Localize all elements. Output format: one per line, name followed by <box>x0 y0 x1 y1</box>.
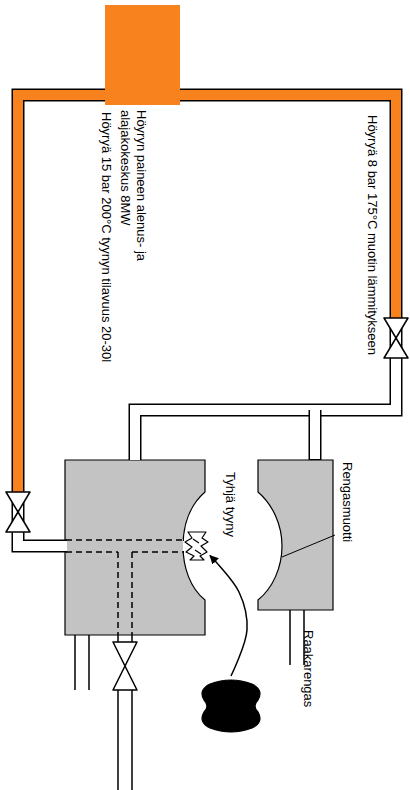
outline-path <box>202 680 260 732</box>
steam-fill <box>18 95 105 492</box>
node-label: Höyryn paineen alenus- ja alajakokeskus … <box>118 110 149 295</box>
dashed-line <box>117 552 119 635</box>
dashed-line <box>132 551 184 553</box>
valve-symbol <box>113 642 137 690</box>
dashed-line <box>131 552 133 635</box>
text-anchor: Höyryä 15 bar 200°C tyynyn tilavuus 20-3… <box>98 112 348 128</box>
leg-line <box>88 635 90 690</box>
mold-half-right <box>258 460 333 610</box>
leader-line <box>282 535 335 557</box>
mold-legs <box>75 610 304 690</box>
text-anchor: Tyhjä tyyny <box>222 472 287 488</box>
node-label: Tyhjä tyyny <box>222 472 238 537</box>
tire-mold: RengasmuottiTyhjä tyyny <box>65 460 333 635</box>
pipe-wall <box>131 635 133 642</box>
steam-pipe <box>135 95 396 460</box>
text-anchor: Raakarengas <box>300 630 377 646</box>
mold-channel-cover <box>67 539 183 553</box>
node-label: Raakarengas <box>300 630 316 707</box>
outline-path <box>185 532 208 560</box>
pipe-outline <box>18 95 184 546</box>
pipe-fill <box>135 95 396 460</box>
node-label: Rengasmuotti <box>339 462 355 542</box>
pipe-label: Höyryä 8 bar 175°C muotin lämmitykseen <box>364 115 380 355</box>
dashed-line <box>66 551 118 553</box>
pipe-outline <box>135 95 396 460</box>
empty-bladder: Tyhjä tyyny <box>184 530 210 562</box>
pipe-wall <box>131 690 133 790</box>
steam-fill <box>180 95 396 318</box>
text-anchor: Höyryä 8 bar 175°C muotin lämmitykseen <box>364 115 410 131</box>
leg-line <box>74 635 76 690</box>
green-tire: Raakarengas <box>198 676 264 736</box>
pipe-branch-fill <box>310 405 320 459</box>
node-outline <box>198 676 264 736</box>
dashed-line <box>66 539 184 541</box>
pipe-wall <box>117 690 119 790</box>
arrow-line <box>210 556 247 676</box>
flow-arrow <box>210 556 247 676</box>
hidden-channel <box>66 540 184 635</box>
valve-symbol <box>384 318 408 358</box>
node-outline <box>184 530 210 562</box>
text-anchor: Höyryn paineen alenus- ja alajakokeskus … <box>118 110 303 141</box>
pipe-wall <box>117 635 119 642</box>
steam-pipe <box>18 95 184 546</box>
text-anchor: Rengasmuotti <box>339 462 410 478</box>
pipe-fill <box>18 95 184 546</box>
pipe-label: Höyryä 15 bar 200°C tyynyn tilavuus 20-3… <box>98 112 114 362</box>
valve-symbol <box>6 492 30 532</box>
steam-center-box: Höyryn paineen alenus- ja alajakokeskus … <box>105 5 180 105</box>
leg-line <box>289 610 291 665</box>
